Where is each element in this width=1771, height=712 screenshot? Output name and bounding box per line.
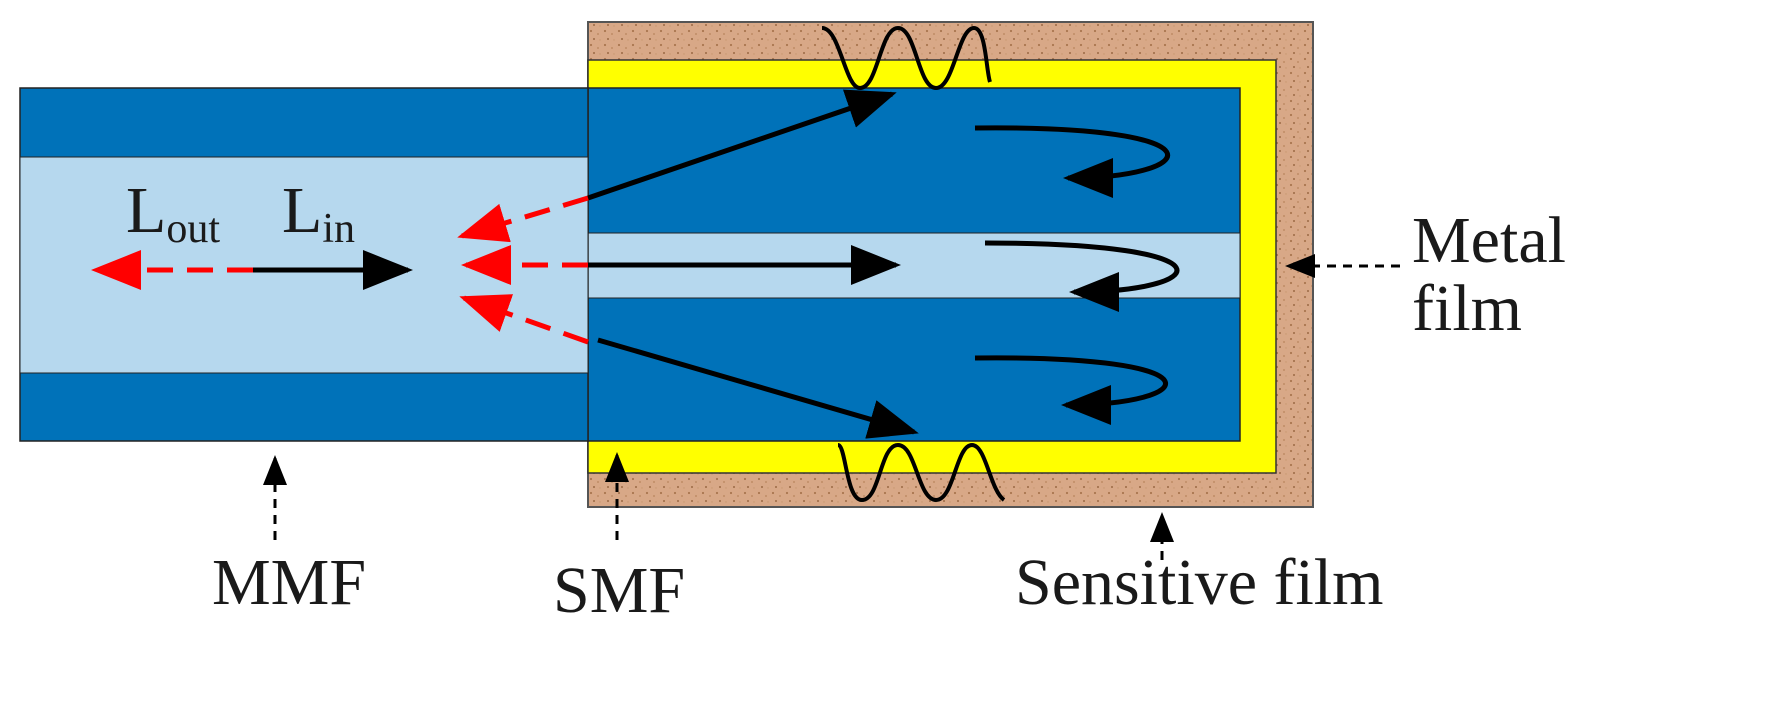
reflection-upper-arrow — [974, 125, 1171, 198]
forward-ray-lower-arrow — [597, 337, 919, 439]
smf-label: SMF — [553, 554, 685, 627]
mmf-label: MMF — [212, 546, 366, 619]
bottom-evanescent-wave — [836, 442, 1006, 503]
forward-ray-upper-arrow — [587, 89, 897, 201]
reflection-center-arrow — [984, 240, 1180, 312]
reflection-lower-arrow — [974, 355, 1168, 425]
return-ray-lower-arrow — [459, 294, 589, 345]
sensitive-film-label: Sensitive film — [1015, 546, 1383, 619]
return-ray-upper-arrow — [457, 195, 589, 243]
metal-film-label-line1: Metal — [1412, 204, 1566, 277]
l-in-label: Lin — [282, 174, 355, 252]
l-out-label: Lout — [126, 174, 220, 252]
top-evanescent-wave — [821, 25, 992, 91]
metal-film-label-line2: film — [1412, 272, 1522, 345]
